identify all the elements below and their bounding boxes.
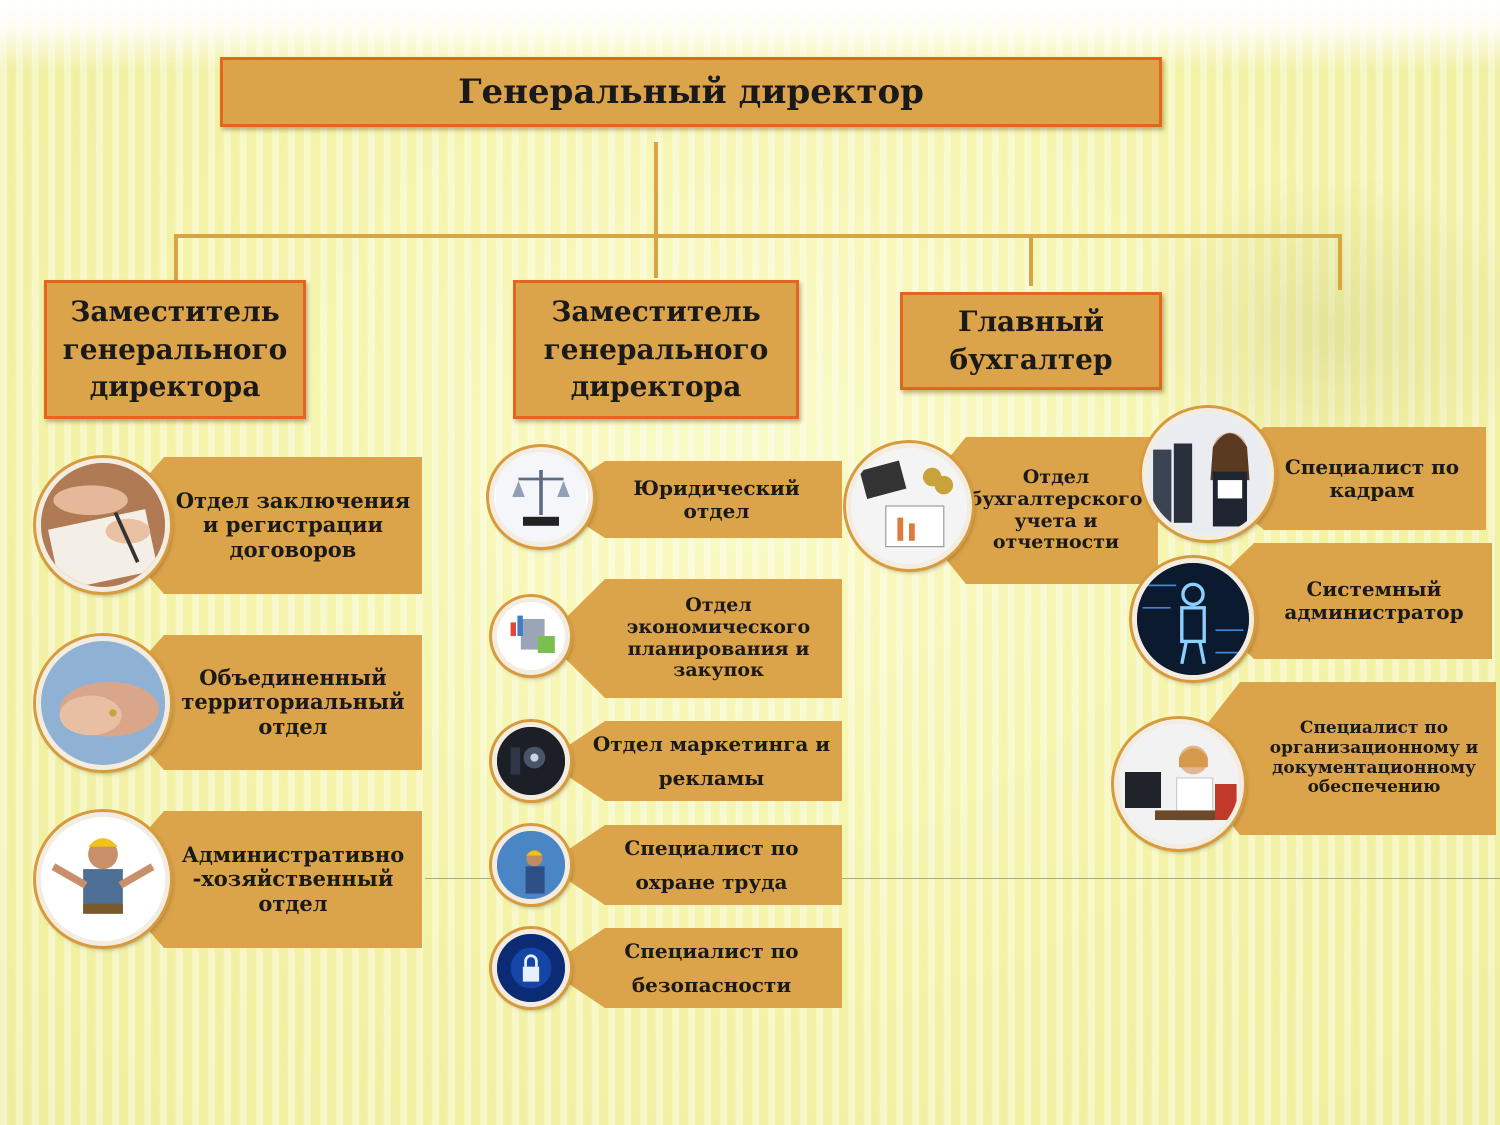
unit-document-specialist-label: Специалист по организационному и докумен… [1269,718,1479,798]
deputy2-box: Заместитель генерального директора [513,280,799,419]
unit-security: Специалист по безопасности [545,928,842,1008]
unit-administrative: Административно -хозяйственный отдел [104,811,422,948]
unit-marketing: Отдел маркетинга и рекламы [545,721,842,801]
background-rule-left [425,878,495,879]
accountant-connector [1029,234,1033,286]
unit-economic-planning: Отдел экономического планирования и заку… [545,579,842,698]
unit-economic-planning-label: Отдел экономического планирования и заку… [626,593,811,682]
deputy2-title: Заместитель генерального директора [543,294,769,404]
unit-legal: Юридический отдел [545,461,842,538]
accounting-papers-icon [846,443,972,569]
safety-worker-icon [492,826,570,904]
unit-marketing-label: Отдел маркетинга и рекламы [592,732,831,790]
ceo-connector-vertical [654,142,658,278]
security-lock-icon [492,929,570,1007]
ceo-box: Генеральный директор [220,57,1162,127]
unit-contracts-label: Отдел заключения и регистрации договоров [175,488,411,562]
unit-security-label: Специалист по безопасности [624,939,799,997]
deputy1-connector [174,234,178,280]
unit-territorial-label: Объединенный территориальный отдел [181,665,405,739]
branch-connector-horizontal [175,234,1341,238]
unit-labor-safety: Специалист по охране труда [545,825,842,905]
hr-specialist-photo-icon [1142,408,1274,540]
scales-of-justice-icon [489,447,593,547]
unit-administrative-label: Административно -хозяйственный отдел [181,842,405,916]
marketing-tech-icon [492,722,570,800]
calculator-chart-icon [492,597,570,675]
handshake-photo-icon [36,636,170,770]
specialists-connector [1338,234,1342,290]
unit-territorial: Объединенный территориальный отдел [104,635,422,770]
ceo-title: Генеральный директор [458,72,924,112]
contract-signing-photo-icon [36,458,170,592]
deputy1-box: Заместитель генерального директора [44,280,306,419]
unit-legal-label: Юридический отдел [633,475,800,523]
deputy1-title: Заместитель генерального директора [62,294,288,404]
unit-accounting-label: Отдел бухгалтерского учета и отчетности [969,465,1143,554]
unit-sysadmin-label: Системный администратор [1284,577,1464,624]
chief-accountant-title: Главный бухгалтер [949,305,1113,376]
sysadmin-circuit-icon [1132,558,1254,680]
handyman-photo-icon [36,812,170,946]
unit-hr-specialist-label: Специалист по кадрам [1284,454,1460,502]
unit-labor-safety-label: Специалист по охране труда [624,836,799,894]
background-rule-right [842,878,1500,879]
chief-accountant-box: Главный бухгалтер [900,292,1162,390]
office-secretary-photo-icon [1114,719,1244,849]
